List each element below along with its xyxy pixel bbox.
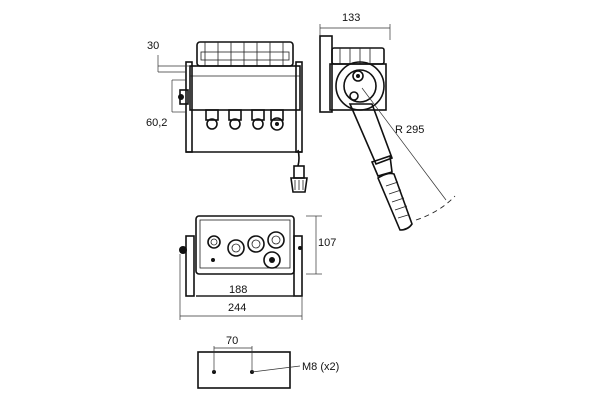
dimension-60-2: 60,2	[146, 79, 186, 129]
dimension-30: 30	[147, 40, 190, 73]
front-view: 30 60,2	[146, 40, 308, 193]
dim-133-label: 133	[342, 12, 360, 24]
dimension-133: 133	[319, 12, 391, 40]
radius-label: R 295	[395, 124, 424, 136]
cable-plug	[290, 149, 308, 193]
mounting-plate-view: 70 M8 (x2)	[197, 335, 339, 389]
dim-107-label: 107	[318, 237, 336, 249]
dim-30-label: 30	[147, 40, 159, 52]
plan-sockets	[207, 231, 285, 269]
dim-60-2-label: 60,2	[146, 117, 167, 129]
dim-244-label: 244	[228, 302, 246, 314]
front-outlets	[205, 109, 284, 131]
dimension-70: 70	[213, 335, 253, 372]
dim-70-label: 70	[226, 335, 238, 347]
radius-indicator: R 295	[361, 87, 456, 221]
dim-188-label: 188	[229, 284, 247, 296]
dimension-244: 244	[179, 254, 303, 320]
side-view: 133 R 295	[319, 12, 456, 231]
lever-arm	[348, 103, 413, 231]
plan-view: 107 188 244	[179, 215, 336, 320]
m8-label: M8 (x2)	[302, 361, 339, 373]
dimension-188: 188	[196, 284, 294, 297]
dimension-107: 107	[306, 215, 336, 275]
